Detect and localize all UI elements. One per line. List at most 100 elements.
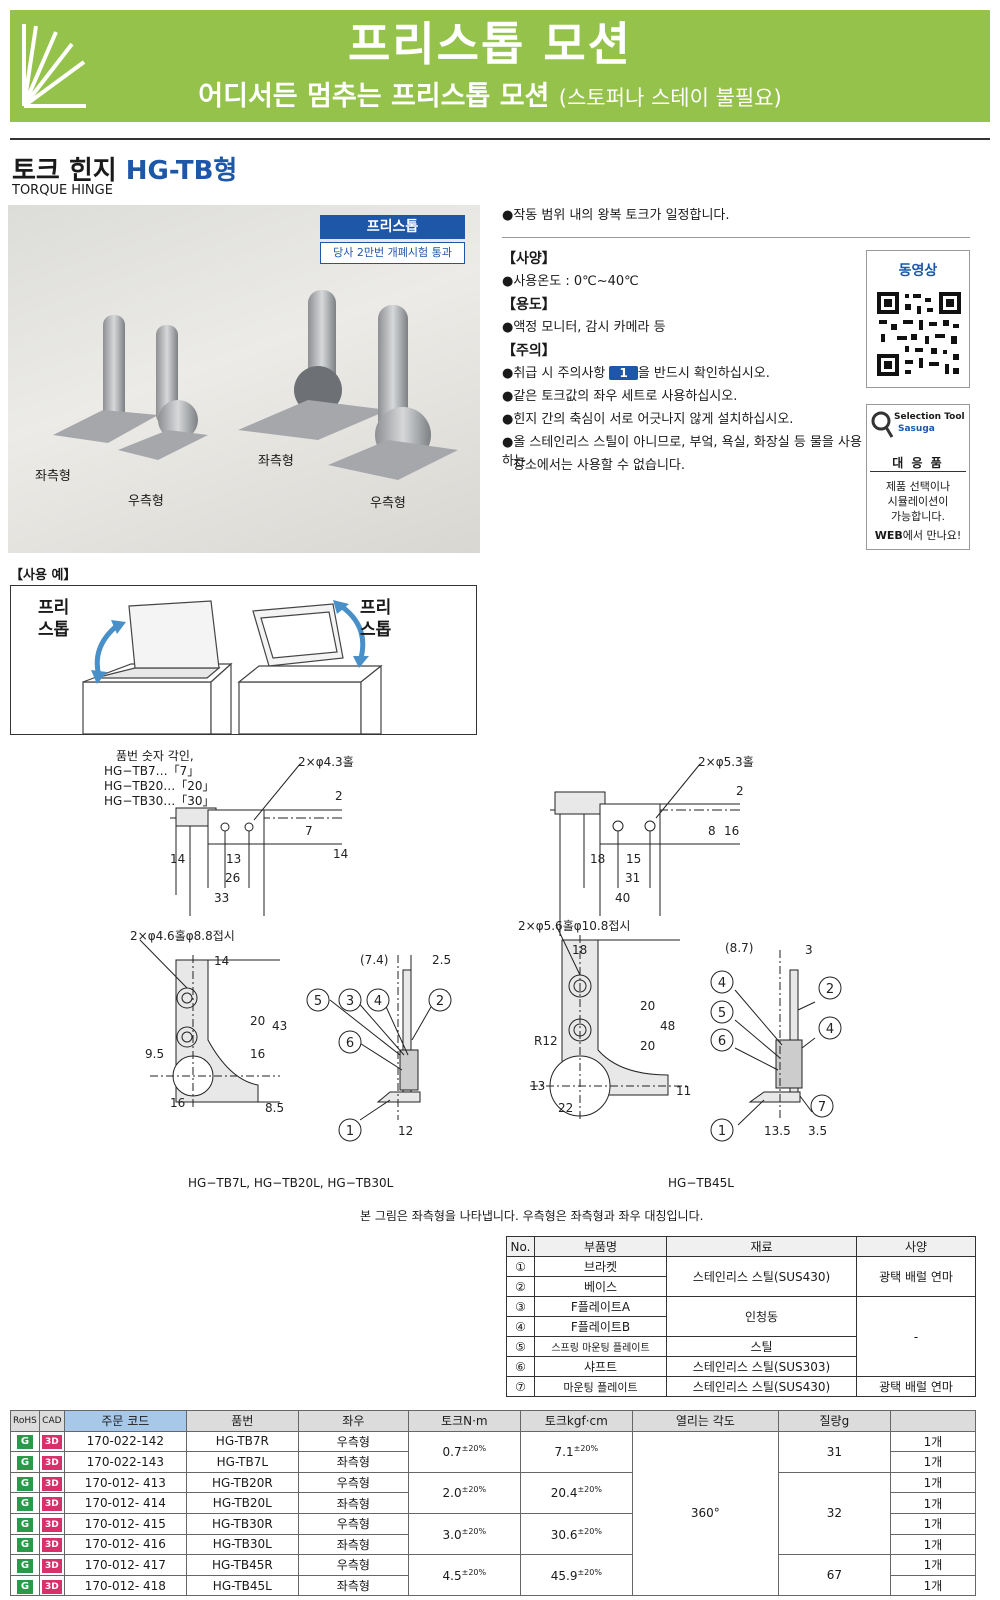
order-header-part: 품번 (185, 1410, 299, 1432)
rohs-icon: G (16, 1558, 33, 1573)
cad-3d-icon[interactable]: 3D (41, 1538, 62, 1553)
dim-label: 14 (170, 852, 185, 866)
engrave-note-1: 품번 숫자 각인, (116, 749, 194, 763)
svg-text:1: 1 (718, 1124, 726, 1139)
dim-label: 2 (736, 784, 744, 798)
parts-header-name: 부품명 (534, 1236, 667, 1257)
table-row[interactable]: G 3D 170-012- 413 HG-TB20R 우측형 2.0±20% 2… (10, 1471, 977, 1556)
parts-table: No. 부품명 재료 사양 ① 브라켓 스테인리스 스틸(SUS430) 광택 … (506, 1236, 976, 1397)
dim-label: 18 (590, 852, 605, 866)
table-row: ⑥ 샤프트 스테인리스 스틸(SUS303) (506, 1356, 976, 1377)
table-row[interactable]: G 3D 170-012- 416 HG-TB30L 좌측형 1개 (10, 1533, 977, 1556)
usage-left-text-2: 스톱 (38, 620, 70, 640)
product-subtitle: TORQUE HINGE (12, 183, 113, 198)
cad-3d-icon[interactable]: 3D (41, 1497, 62, 1512)
dim-label: 8.5 (265, 1101, 284, 1115)
dim-label: 3 (805, 943, 813, 957)
dim-label: 12 (398, 1124, 413, 1138)
qr-code-icon[interactable] (875, 290, 963, 378)
svg-text:6: 6 (718, 1034, 726, 1049)
usage-right-text-2: 스톱 (360, 620, 392, 640)
selection-web: WEB에서 만나요! (874, 529, 962, 542)
photo-label-left-small: 좌측형 (35, 469, 71, 484)
table-row[interactable]: G 3D 170-022-143 HG-TB7L 좌측형 1개 (10, 1451, 977, 1473)
spec-divider (502, 237, 970, 238)
photo-label-right-large: 우측형 (370, 496, 406, 511)
selection-title: 대 응 품 (892, 456, 944, 470)
magnifier-icon (871, 411, 894, 438)
order-code[interactable]: 170-022-142 (63, 1430, 187, 1453)
dim-label: 40 (615, 891, 630, 905)
table-row[interactable]: G 3D 170-012- 418 HG-TB45L 좌측형 1개 (10, 1574, 977, 1597)
banner-title: 프리스톱 모션 (348, 17, 632, 71)
cad-3d-icon[interactable]: 3D (41, 1517, 62, 1532)
free-stop-logo-icon (22, 24, 86, 108)
dim-label: 2×φ4.3홀 (298, 755, 354, 769)
svg-text:5: 5 (314, 994, 322, 1009)
rotation-arrow-left-icon (94, 622, 121, 677)
order-code[interactable]: 170-012- 417 (63, 1554, 187, 1576)
dim-label: 20 (640, 1039, 655, 1053)
caption-right-model: HG−TB45L (668, 1176, 734, 1190)
usage-example-box (10, 585, 477, 735)
dim-label: 11 (676, 1084, 691, 1098)
usage-right-text-1: 프리 (360, 598, 392, 618)
cad-3d-icon[interactable]: 3D (41, 1455, 62, 1470)
parts-header-no: No. (506, 1236, 535, 1257)
order-header-rohs: RoHS (10, 1410, 40, 1432)
order-code[interactable]: 170-012- 416 (63, 1533, 187, 1556)
selection-tool-brand: Selection Tool (894, 412, 965, 422)
order-code[interactable]: 170-012- 414 (63, 1492, 187, 1514)
product-title: 토크 힌지 HG-TB형 (12, 156, 238, 186)
table-row: ③ F플레이트A 인청동 - (506, 1296, 976, 1377)
table-row[interactable]: G 3D 170-012- 414 HG-TB20L 좌측형 1개 (10, 1492, 977, 1514)
svg-text:4: 4 (826, 1022, 834, 1037)
dim-label: 14 (333, 847, 348, 861)
dim-label: 16 (250, 1047, 265, 1061)
dim-label: 14 (214, 954, 229, 968)
use-text: ●액정 모니터, 감시 카메라 등 (502, 320, 666, 335)
caution-2: ●같은 토크값의 좌우 세트로 사용하십시오. (502, 389, 738, 404)
usage-illustration (82, 600, 383, 735)
table-row[interactable]: G 3D 170-022-142 HG-TB7R 우측형 0.7±20% 7.1… (10, 1430, 977, 1597)
selection-tool-box[interactable] (866, 404, 970, 550)
table-row: ① 브라켓 스테인리스 스틸(SUS430) 광택 배럴 연마 (506, 1256, 976, 1297)
order-code[interactable]: 170-012- 415 (63, 1512, 187, 1535)
rohs-icon: G (16, 1497, 33, 1512)
dim-label: 8 (708, 824, 716, 838)
video-label: 동영상 (898, 263, 938, 279)
order-code[interactable]: 170-012- 418 (63, 1574, 187, 1597)
cad-3d-icon[interactable]: 3D (41, 1558, 62, 1573)
order-header-torque-kgf: 토크kgf·cm (519, 1410, 633, 1432)
dim-label: 2 (335, 789, 343, 803)
banner-subtitle: 어디서든 멈추는 프리스톱 모션 (스토퍼나 스테이 불필요) (198, 81, 782, 112)
table-row[interactable]: G 3D 170-012- 417 HG-TB45R 우측형 4.5±20% 4… (10, 1554, 977, 1597)
dim-label: (8.7) (725, 941, 753, 955)
dim-label: 2.5 (432, 953, 451, 967)
caption-left-models: HG−TB7L, HG−TB20L, HG−TB30L (188, 1176, 394, 1190)
selection-divider (870, 471, 966, 472)
free-stop-badge: 프리스톱 (320, 215, 465, 239)
engrave-note-3: HG−TB20…「20」 (104, 779, 215, 793)
rohs-icon: G (16, 1435, 33, 1450)
video-box[interactable] (866, 250, 970, 388)
test-pass-badge: 당사 2만번 개폐시험 통과 (320, 242, 465, 264)
usage-left-text-1: 프리 (38, 598, 70, 618)
rohs-icon: G (16, 1517, 33, 1532)
dim-label: 2×φ4.6홀φ8.8접시 (130, 929, 235, 943)
svg-text:2: 2 (826, 982, 834, 997)
svg-text:3: 3 (346, 994, 354, 1009)
order-header-mass: 질량g (777, 1410, 891, 1432)
svg-text:2: 2 (436, 994, 444, 1009)
order-code[interactable]: 170-012- 413 (63, 1471, 187, 1494)
caution-4b: 장소에서는 사용할 수 없습니다. (513, 458, 686, 473)
spec-temperature: ●사용온도 : 0℃~40℃ (502, 274, 639, 289)
svg-text:4: 4 (718, 976, 726, 991)
sasuga-brand: Sasuga (898, 424, 935, 434)
order-code[interactable]: 170-022-143 (63, 1451, 187, 1473)
cad-3d-icon[interactable]: 3D (41, 1579, 62, 1594)
cad-3d-icon[interactable]: 3D (41, 1476, 62, 1491)
selection-text-2: 시뮬레이션이 (887, 495, 949, 508)
cad-3d-icon[interactable]: 3D (41, 1435, 62, 1450)
